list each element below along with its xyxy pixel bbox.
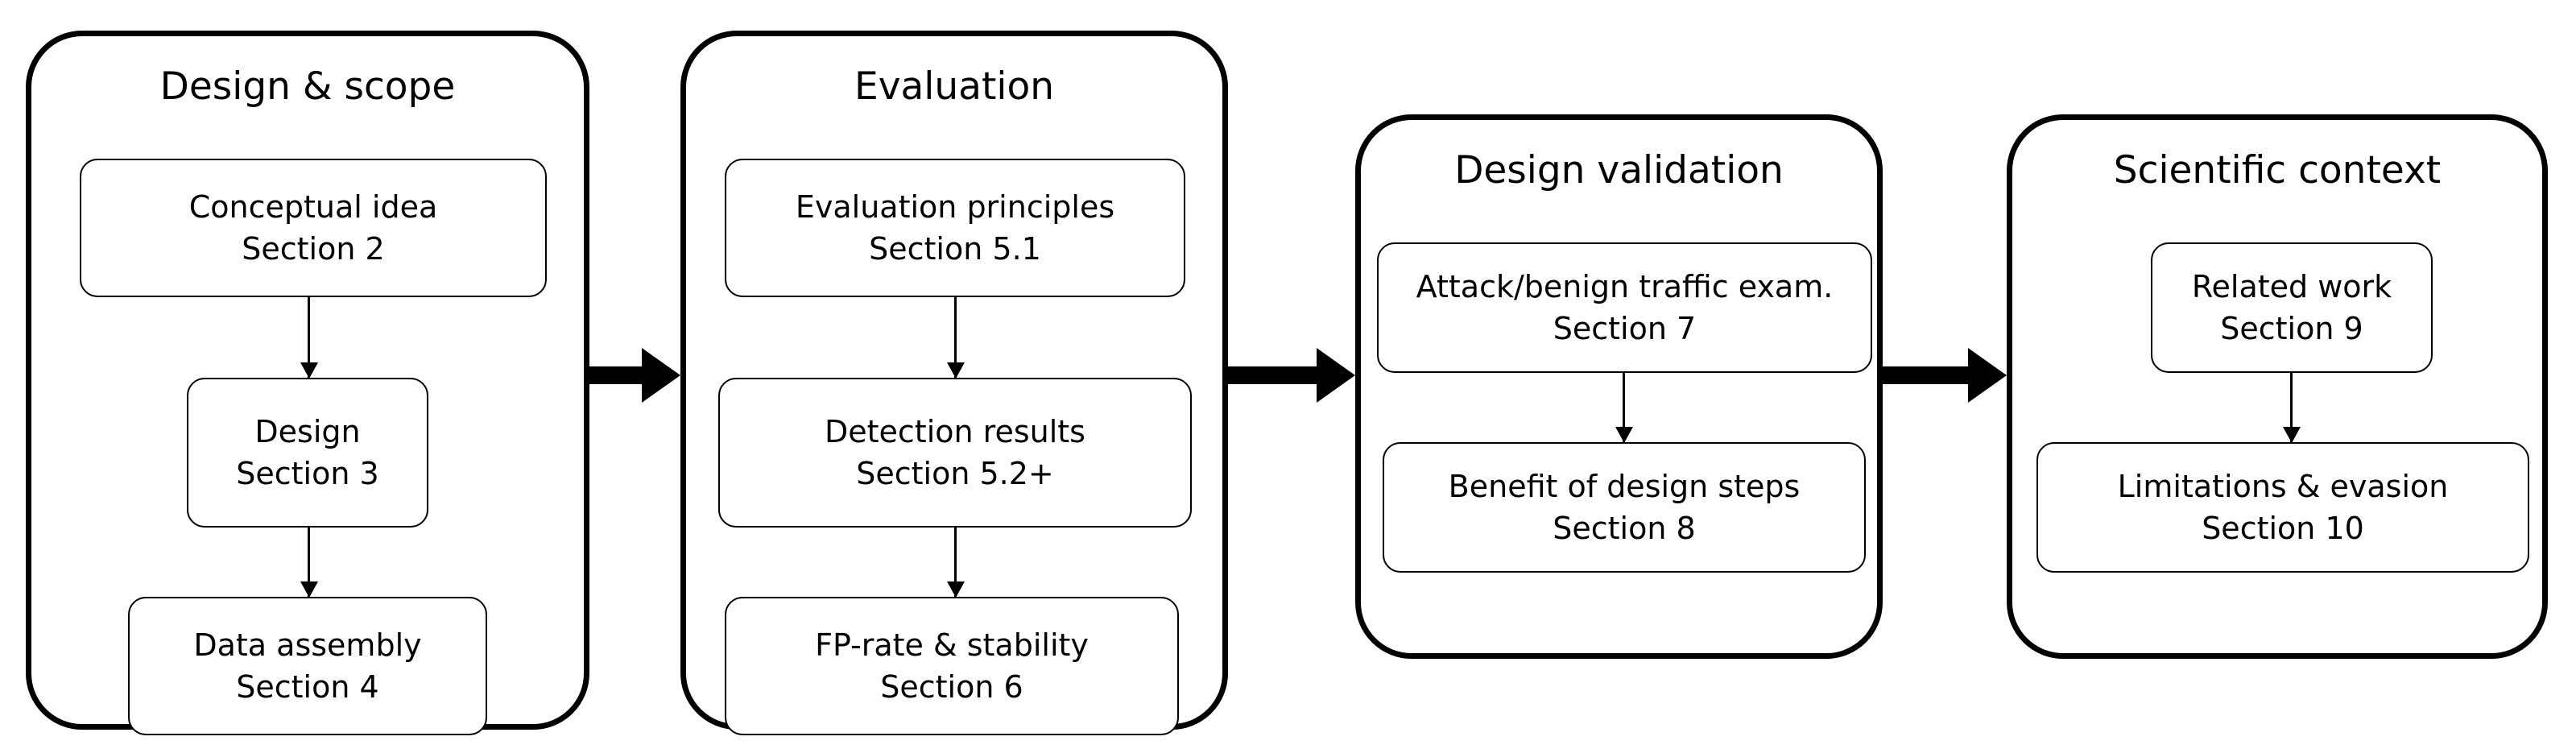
group-title-evaluation: Evaluation: [854, 64, 1054, 109]
node-line-2: Section 10: [2202, 511, 2364, 546]
arrow-head: [642, 348, 680, 403]
node-design[interactable]: Design Section 3: [187, 378, 428, 528]
connector-attack-exam-to-benefit-steps: [1623, 373, 1625, 442]
arrow-evaluation-to-design-validation: [1228, 348, 1355, 403]
arrow-shaft: [589, 366, 642, 384]
group-title-design-scope: Design & scope: [159, 64, 456, 109]
arrow-head: [1317, 348, 1355, 403]
node-line-1: Limitations & evasion: [2117, 468, 2449, 504]
node-line-2: Section 7: [1553, 311, 1697, 346]
node-line-1: Data assembly: [193, 627, 422, 663]
node-line-1: Attack/benign traffic exam.: [1416, 268, 1834, 304]
node-limitations-evasion[interactable]: Limitations & evasion Section 10: [2036, 442, 2529, 573]
node-line-2: Section 8: [1553, 511, 1696, 546]
connector-evaluation-principles-to-detection-results: [954, 297, 957, 378]
connector-design-to-data-assembly: [308, 528, 310, 597]
arrow-design-validation-to-scientific-context: [1883, 348, 2007, 403]
node-line-2: Section 2: [242, 231, 385, 267]
node-line-2: Section 6: [880, 669, 1023, 705]
node-line-1: Benefit of design steps: [1448, 468, 1801, 504]
group-design-scope: Design & scope Conceptual idea Section 2…: [26, 31, 589, 735]
node-line-1: Related work: [2191, 268, 2392, 304]
node-line-2: Section 5.1: [869, 231, 1041, 267]
arrow-shaft: [1228, 366, 1317, 384]
node-detection-results[interactable]: Detection results Section 5.2+: [718, 378, 1192, 528]
node-line-2: Section 4: [236, 669, 379, 705]
group-title-scientific-context: Scientific context: [2113, 148, 2442, 192]
node-related-work[interactable]: Related work Section 9: [2151, 242, 2433, 373]
node-attack-benign-traffic-exam[interactable]: Attack/benign traffic exam. Section 7: [1377, 242, 1872, 373]
arrow-shaft: [1883, 366, 1968, 384]
node-line-2: Section 3: [236, 456, 379, 491]
node-line-1: Conceptual idea: [188, 188, 438, 225]
node-line-2: Section 9: [2220, 311, 2363, 346]
node-line-1: FP-rate & stability: [815, 627, 1089, 663]
group-evaluation: Evaluation Evaluation principles Section…: [680, 31, 1228, 735]
group-scientific-context: Scientific context Related work Section …: [2007, 114, 2548, 659]
group-design-validation: Design validation Attack/benign traffic …: [1355, 114, 1883, 659]
group-title-design-validation: Design validation: [1454, 148, 1784, 192]
node-evaluation-principles[interactable]: Evaluation principles Section 5.1: [725, 159, 1185, 297]
arrow-design-scope-to-evaluation: [589, 348, 680, 403]
connector-related-work-to-limitations: [2290, 373, 2293, 442]
node-data-assembly[interactable]: Data assembly Section 4: [128, 597, 487, 735]
node-line-1: Detection results: [825, 413, 1085, 449]
node-line-2: Section 5.2+: [856, 456, 1054, 491]
node-benefit-of-design-steps[interactable]: Benefit of design steps Section 8: [1383, 442, 1866, 573]
node-line-1: Design: [254, 413, 361, 449]
node-line-1: Evaluation principles: [795, 188, 1115, 225]
node-conceptual-idea[interactable]: Conceptual idea Section 2: [80, 159, 547, 297]
arrow-head: [1968, 348, 2007, 403]
node-fp-rate-stability[interactable]: FP-rate & stability Section 6: [725, 597, 1179, 735]
connector-conceptual-idea-to-design: [308, 297, 310, 378]
connector-detection-results-to-fp-rate: [954, 528, 957, 597]
